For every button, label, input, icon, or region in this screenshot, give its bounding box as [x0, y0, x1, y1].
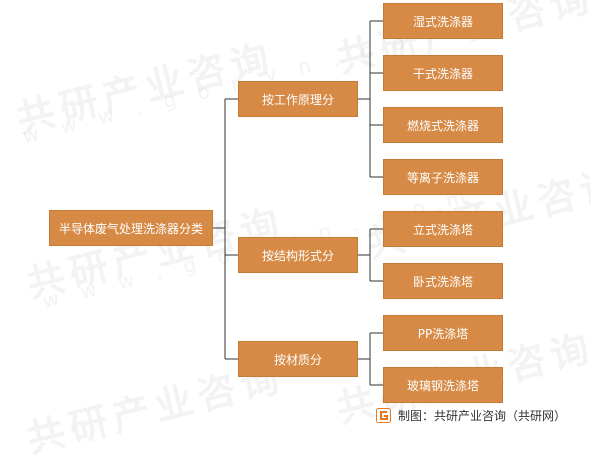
source-footer: 制图：共研产业咨询（共研网）	[376, 407, 566, 424]
branch-node-label: 按材质分	[273, 352, 322, 367]
leaf-node: 湿式洗涤器	[383, 3, 503, 39]
leaf-node: 燃烧式洗涤器	[383, 107, 503, 143]
leaf-node-label: 卧式洗涤塔	[412, 274, 473, 289]
root-node: 半导体废气处理洗涤器分类	[49, 210, 213, 246]
leaf-node: PP洗涤塔	[383, 315, 503, 351]
leaf-node-label: PP洗涤塔	[417, 326, 469, 341]
connector-lines	[213, 20, 383, 386]
diagram-canvas: 共研产业咨询 w w w . g o n y n . c o m 共研产业咨询 …	[12, 0, 591, 461]
leaf-node-label: 立式洗涤塔	[412, 222, 473, 237]
branch-node-structure: 按结构形式分	[238, 237, 358, 273]
gonyn-logo-icon	[376, 408, 391, 423]
leaf-node: 立式洗涤塔	[383, 211, 503, 247]
branch-node-label: 按结构形式分	[261, 248, 334, 263]
leaf-node-label: 湿式洗涤器	[412, 14, 473, 29]
leaf-node-label: 干式洗涤器	[412, 66, 473, 81]
root-node-label: 半导体废气处理洗涤器分类	[58, 221, 203, 236]
leaf-node: 等离子洗涤器	[383, 159, 503, 195]
leaf-node-label: 等离子洗涤器	[406, 170, 479, 185]
leaf-node: 玻璃钢洗涤塔	[383, 367, 503, 403]
branch-node-label: 按工作原理分	[261, 92, 334, 107]
branch-node-working-principle: 按工作原理分	[238, 81, 358, 117]
branch-node-material: 按材质分	[238, 341, 358, 377]
leaf-node-label: 燃烧式洗涤器	[406, 118, 479, 133]
source-text: 制图：共研产业咨询（共研网）	[398, 409, 567, 423]
leaf-node: 卧式洗涤塔	[383, 263, 503, 299]
leaf-node-label: 玻璃钢洗涤塔	[406, 378, 479, 393]
leaf-node: 干式洗涤器	[383, 55, 503, 91]
